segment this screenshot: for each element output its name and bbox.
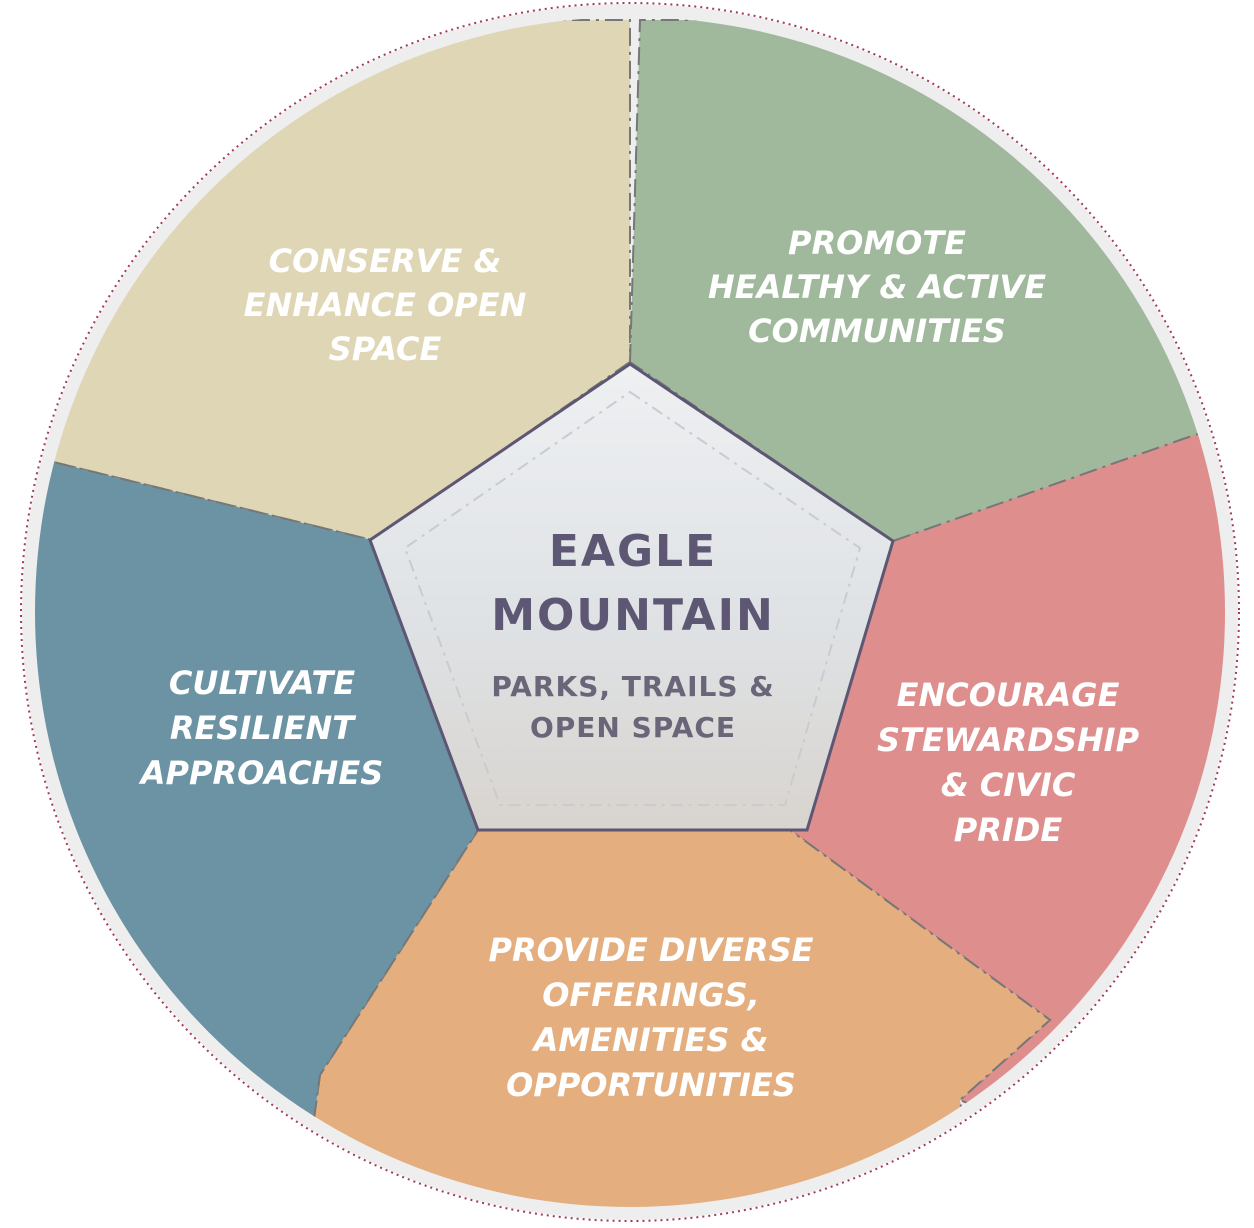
segment-provide-label-line-2: OFFERINGS, [542, 976, 760, 1014]
segment-provide-label-line-1: PROVIDE DIVERSE [488, 931, 813, 969]
center-subtitle-line-2: OPEN SPACE [530, 711, 736, 744]
outer-dotted-border [20, 2, 1240, 1222]
segment-provide-label-line-4: OPPORTUNITIES [506, 1066, 796, 1104]
segment-conserve-label-line-2: ENHANCE OPEN [244, 286, 527, 324]
segment-cultivate-label-line-1: CULTIVATE [169, 664, 355, 702]
segment-encourage-label-line-4: PRIDE [954, 811, 1063, 849]
center-title-line-2: MOUNTAIN [491, 590, 775, 641]
segment-provide-label-line-3: AMENITIES & [531, 1021, 769, 1059]
center-subtitle-line-1: PARKS, TRAILS & [491, 670, 774, 703]
segment-promote-label-line-3: COMMUNITIES [748, 312, 1006, 350]
segment-conserve-label-line-1: CONSERVE & [269, 242, 502, 280]
segment-promote-label-line-2: HEALTHY & ACTIVE [708, 268, 1046, 306]
segment-encourage-label-line-3: & CIVIC [941, 766, 1076, 804]
segment-cultivate-label-line-2: RESILIENT [170, 709, 356, 747]
segment-cultivate-label-line-3: APPROACHES [138, 754, 383, 792]
segment-encourage-label-line-1: ENCOURAGE [897, 676, 1120, 714]
segment-conserve-label-line-3: SPACE [329, 330, 442, 368]
center-title-line-1: EAGLE [549, 526, 717, 577]
segment-provide [298, 829, 1052, 1207]
segment-promote-label-line-1: PROMOTE [788, 224, 966, 262]
segment-encourage-label-line-2: STEWARDSHIP [877, 721, 1140, 759]
